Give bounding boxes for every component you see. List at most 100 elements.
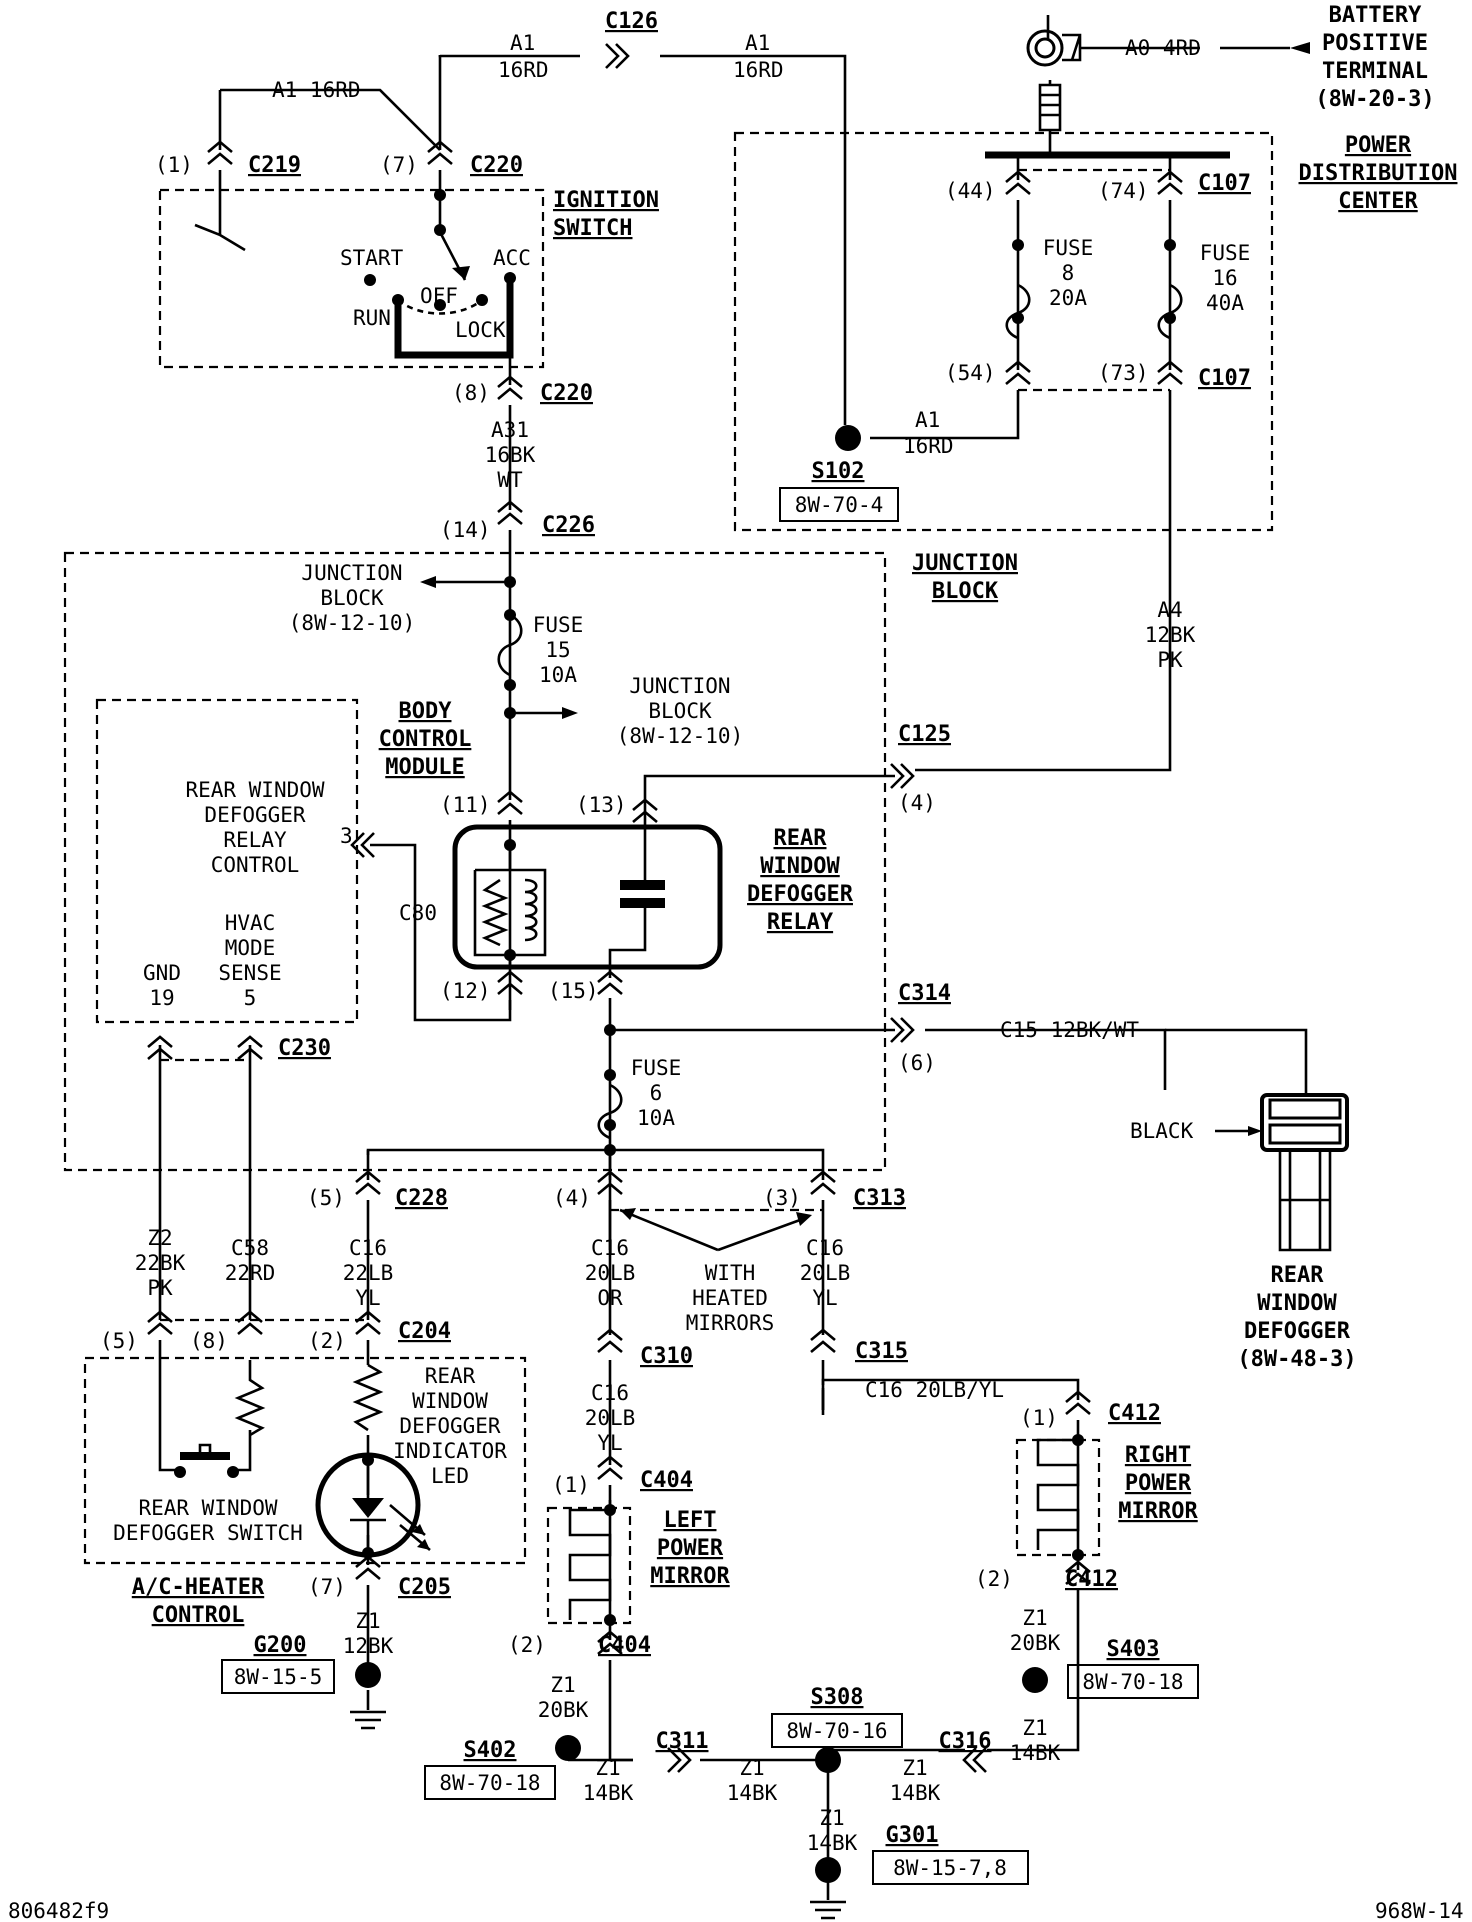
- c226-pin: (14): [440, 518, 491, 542]
- pdc-pin-54: (54): [945, 361, 996, 385]
- c220-pin-top: (7): [380, 153, 418, 177]
- junction-dot: [434, 189, 446, 201]
- reference-boxes: [221, 487, 1199, 1885]
- led-l2: WINDOW: [412, 1389, 488, 1413]
- defogger-title-2: WINDOW: [1257, 1291, 1337, 1316]
- c313-pin-4: (4): [553, 1186, 591, 1210]
- s403-ref: 8W-70-18: [1082, 1670, 1183, 1694]
- indicator-led-symbol: [315, 1452, 431, 1558]
- bcm-labels: BODY CONTROL MODULE REAR WINDOW DEFOGGER…: [143, 699, 471, 1061]
- connector-chevron: [597, 970, 623, 995]
- jb-ref1-l1: JUNCTION: [301, 561, 402, 585]
- bcm-hvac-3: SENSE: [218, 961, 281, 985]
- z1-14bk-a-2: 14BK: [583, 1781, 634, 1805]
- relay-box: [452, 824, 723, 970]
- c412-label-bottom: C412: [1065, 1567, 1118, 1592]
- pdc-title-2: DISTRIBUTION: [1299, 161, 1458, 186]
- junction-dot: [1164, 239, 1176, 251]
- jb-ref2-l3: (8W-12-10): [617, 724, 743, 748]
- connector-chevron: [497, 375, 523, 400]
- connector-chevrons: [147, 43, 1183, 1773]
- z1-14bk-a-1: Z1: [595, 1756, 620, 1780]
- s402-name: S402: [464, 1738, 517, 1763]
- splice-dot: [835, 425, 861, 451]
- right-mirror-1: RIGHT: [1125, 1443, 1191, 1468]
- defogger-switch-symbol: [174, 1443, 239, 1478]
- jb-ref1-l2: BLOCK: [320, 586, 384, 610]
- c310-label: C310: [640, 1344, 693, 1369]
- c220-pin-bottom: (8): [452, 381, 490, 405]
- junction-dot: [1164, 312, 1176, 324]
- connector-chevron: [597, 1455, 623, 1480]
- junction-dot: [604, 1144, 616, 1156]
- fuse6-l2: 6: [650, 1081, 663, 1105]
- connector-chevron: [810, 1170, 836, 1195]
- c313-pin-3: (3): [763, 1186, 801, 1210]
- c16-22lb-l1: C16: [349, 1236, 387, 1260]
- connector-chevron: [1157, 170, 1183, 195]
- junction-dot: [1072, 1434, 1084, 1446]
- led-l5: LED: [431, 1464, 469, 1488]
- bcm-title-3: MODULE: [385, 755, 464, 780]
- splice-dot: [555, 1735, 581, 1761]
- connector-chevron: [890, 1017, 915, 1043]
- connector-chevron: [497, 970, 523, 995]
- connector-chevron: [147, 1035, 173, 1060]
- switch-l1: REAR WINDOW: [138, 1496, 277, 1520]
- junction-dot: [604, 1024, 616, 1036]
- c107-top: C107: [1198, 171, 1251, 196]
- g301-ref: 8W-15-7,8: [893, 1856, 1007, 1880]
- bcm-gnd-1: GND: [143, 961, 181, 985]
- g200-ref: 8W-15-5: [234, 1665, 323, 1689]
- z2-l2: 22BK: [135, 1251, 186, 1275]
- junction-labels: JUNCTION BLOCK JUNCTION BLOCK (8W-12-10)…: [289, 551, 1018, 1130]
- junction-dot: [504, 609, 516, 621]
- z1-12bk-l1: Z1: [355, 1609, 380, 1633]
- relay-internals: [473, 845, 665, 965]
- c16-yl-l1: C16: [806, 1236, 844, 1260]
- right-mirror-3: MIRROR: [1118, 1499, 1198, 1524]
- relay-title-3: DEFOGGER: [747, 882, 854, 907]
- battery-terminal-symbol: [1026, 29, 1310, 155]
- connector-chevron: [497, 500, 523, 525]
- left-mirror-box: [546, 1506, 632, 1625]
- junction-dot: [1012, 312, 1024, 324]
- connector-chevron: [962, 1747, 987, 1773]
- bcm-hvac-2: MODE: [225, 936, 276, 960]
- heated-l2: HEATED: [692, 1286, 768, 1310]
- fuse8-l1: FUSE: [1043, 236, 1094, 260]
- junction-dot: [362, 1454, 374, 1466]
- ignition-title-1: IGNITION: [553, 188, 659, 213]
- c204-pin-8: (8): [190, 1329, 228, 1353]
- jb-ref2-l1: JUNCTION: [629, 674, 730, 698]
- ignition-switch-box: [158, 188, 545, 369]
- pdc-output-labels: A4 12BK PK C125 (4) C314 (6) C15 12BK/WT: [898, 598, 1196, 1075]
- c314-label: C314: [898, 981, 951, 1006]
- c107-bottom: C107: [1198, 366, 1251, 391]
- heated-l1: WITH: [705, 1261, 756, 1285]
- c204-label: C204: [398, 1319, 451, 1344]
- led-l1: REAR: [425, 1364, 476, 1388]
- c16-yl-l2: 20LB: [800, 1261, 851, 1285]
- z1-14bk-c-2: 14BK: [890, 1781, 941, 1805]
- ign-run: RUN: [353, 306, 391, 330]
- battery-title-3: TERMINAL: [1322, 59, 1428, 84]
- relay-title-4: RELAY: [767, 910, 834, 935]
- relay-pin-12: (12): [440, 979, 491, 1003]
- z1-20bk-r-1: Z1: [1022, 1606, 1047, 1630]
- fuse8-l2: 8: [1062, 261, 1075, 285]
- heated-l3: MIRRORS: [686, 1311, 775, 1335]
- z1-14bk-d-2: 14BK: [807, 1831, 858, 1855]
- jb-title-1: JUNCTION: [912, 551, 1018, 576]
- connector-chevron: [1065, 1390, 1091, 1415]
- z1-12bk-l2: 12BK: [343, 1634, 394, 1658]
- footer-right: 968W-14: [1375, 1899, 1464, 1922]
- c126-label: C126: [605, 9, 658, 34]
- connector-chevron: [1005, 170, 1031, 195]
- connector-chevron: [147, 1310, 173, 1335]
- fuse15-l3: 10A: [539, 663, 577, 687]
- right-mirror-labels: C315 C16 20LB/YL (1) C412 RIGHT POWER MI…: [855, 1339, 1198, 1765]
- led-l3: DEFOGGER: [399, 1414, 501, 1438]
- bottom-labels: C311 C316 Z1 14BK Z1 14BK Z1 14BK Z1 14B…: [8, 1729, 1464, 1922]
